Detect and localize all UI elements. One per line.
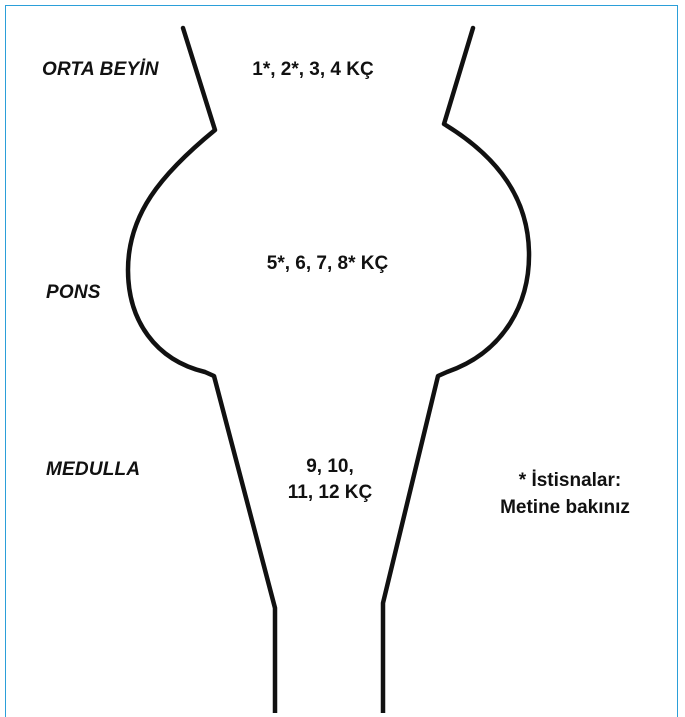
pons-label: PONS (46, 282, 101, 304)
footnote-line2: Metine bakınız (470, 495, 660, 520)
pons-nerves: 5*, 6, 7, 8* KÇ (240, 252, 415, 276)
brainstem-right-contour (383, 28, 529, 713)
medulla-nerves-line1: 9, 10, (270, 455, 390, 479)
brainstem-left-contour (128, 28, 275, 713)
medulla-label: MEDULLA (46, 459, 140, 481)
midbrain-label: ORTA BEYİN (42, 59, 159, 81)
midbrain-nerves: 1*, 2*, 3, 4 KÇ (228, 58, 398, 82)
footnote-line1: * İstisnalar: (480, 468, 660, 493)
medulla-nerves-line2: 11, 12 KÇ (270, 481, 390, 505)
